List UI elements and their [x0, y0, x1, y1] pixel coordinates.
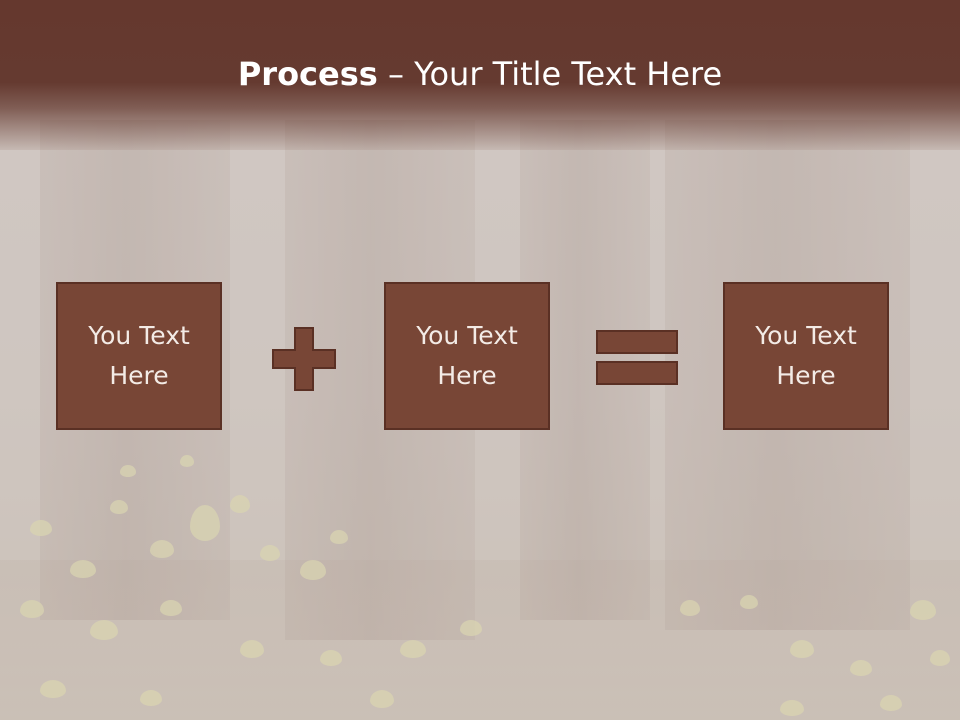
equals-icon — [596, 330, 678, 386]
foliage-leaf — [90, 620, 118, 640]
foliage-leaf — [70, 560, 96, 578]
foliage-leaf — [680, 600, 700, 616]
foliage-leaf — [330, 530, 348, 544]
foliage-leaf — [300, 560, 326, 580]
process-box-2[interactable]: You Text Here — [384, 282, 550, 430]
foliage-leaf — [790, 640, 814, 658]
foliage-leaf — [930, 650, 950, 666]
foliage-leaf — [320, 650, 342, 666]
foliage-leaf — [140, 690, 162, 706]
foliage-leaf — [20, 600, 44, 618]
process-box-text: You Text Here — [88, 321, 190, 390]
foliage-leaf — [740, 595, 758, 609]
foliage-leaf — [370, 690, 394, 708]
title-text: – Your Title Text Here — [377, 55, 723, 93]
process-box-text: You Text Here — [755, 321, 857, 390]
foliage-leaf — [880, 695, 902, 711]
foliage-leaf — [240, 640, 264, 658]
title-bold-word: Process — [237, 55, 378, 93]
slide-title[interactable]: Process – Your Title Text Here — [0, 52, 960, 96]
foliage-leaf — [850, 660, 872, 676]
process-box-1[interactable]: You Text Here — [56, 282, 222, 430]
foliage-leaf — [150, 540, 174, 558]
plus-icon — [272, 327, 336, 391]
process-box-3[interactable]: You Text Here — [723, 282, 889, 430]
foliage-leaf — [190, 505, 220, 541]
foliage-leaf — [40, 680, 66, 698]
title-bar — [0, 0, 960, 150]
foliage-leaf — [160, 600, 182, 616]
foliage-leaf — [30, 520, 52, 536]
foliage-leaf — [110, 500, 128, 514]
foliage-leaf — [460, 620, 482, 636]
foliage-leaf — [260, 545, 280, 561]
foliage-leaf — [120, 465, 136, 477]
foliage-leaf — [400, 640, 426, 658]
foliage-leaf — [230, 495, 250, 513]
foliage-leaf — [780, 700, 804, 716]
foliage-leaf — [910, 600, 936, 620]
process-box-text: You Text Here — [416, 321, 518, 390]
foliage-leaf — [180, 455, 194, 467]
